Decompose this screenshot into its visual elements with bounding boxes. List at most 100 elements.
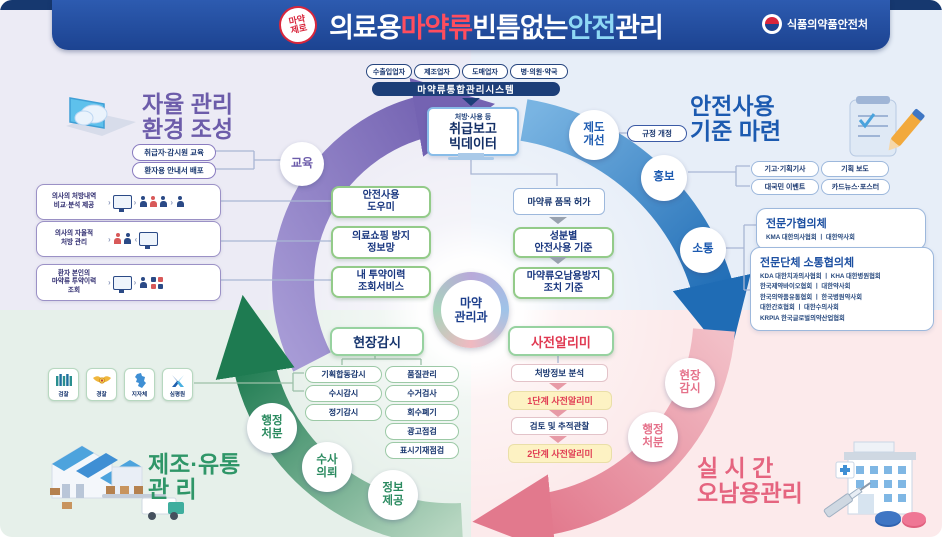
agency-name: 식품의약품안전처 [787,19,868,31]
alert-step-review-tracking: 검토 및 추적관찰 [511,417,608,435]
row-label: 의사의 처방내역 비교·분석 제공 [51,193,97,209]
monitor-icon [112,195,132,212]
service-box-my-history: 내 투약이력 조회서비스 [331,266,431,298]
circle-administrative-action-br: 행정 처분 [628,412,678,462]
org-council-row: 한국제약바이오협회 ㅣ 대한약사회 [760,283,851,291]
circle-education: 교육 [280,142,324,186]
expert-council-title: 전문가협의체 [766,218,827,230]
person-icon [139,196,147,208]
circle-field-inspection: 현장 감시 [665,358,715,408]
person-icon [149,196,157,208]
monitor-base [448,157,494,160]
monitor-line2: 빅데이터 [449,135,497,151]
quality-pill-recall: 회수폐기 [385,404,459,421]
chevron-left-icon: ‹ [134,234,138,244]
entity-pill-exporter: 수출입업자 [366,64,412,79]
media-pill-press: 기획 보도 [821,161,889,177]
alert-step-prescription-analysis: 처방정보 분석 [511,364,608,382]
row-patient-history-lookup: 환자 본인의 마약류 투약이력 조회 › › [36,264,221,301]
chevron-down-icon [462,98,480,106]
quadrant-title-bottom-left: 제조·유통 관 리 [148,451,241,502]
monitor-icon [112,275,132,293]
bigdata-monitor: 처방·사용 등 취급보고 빅데이터 [427,107,519,156]
police-badge-icon [87,369,116,393]
banner-title-part2: 마약류 [400,12,474,43]
agency-box-local-gov: 지자체 [124,368,155,401]
banner-title-part5: 관리 [615,12,664,43]
app-icon [151,283,157,289]
agency-label: 심평원 [169,392,186,399]
chevron-right-icon: › [108,234,111,244]
quality-pill-quality-control: 품질관리 [385,366,459,383]
app-icon [158,276,164,282]
media-pill-cardnews-poster: 카드뉴스·포스터 [821,179,890,195]
alert-step-stage2: 2단계 사전알리미 [508,444,612,463]
chevron-right-icon: › [133,197,137,207]
header-advance-alert: 사전알리미 [508,326,614,356]
row-doctor-prescription-analysis: 의사의 처방내역 비교·분석 제공 › › › [36,184,221,220]
header-field-inspection: 현장감시 [330,327,424,356]
laptop-cloud-illustration [66,97,136,136]
quality-pill-sampling: 수거검사 [385,385,459,402]
app-icon [151,276,157,282]
service-box-doctor-shopping: 의료쇼핑 방지 정보망 [331,226,431,259]
education-pill-handlers: 취급자·감시원 교육 [132,144,216,161]
inspection-pill-occasional: 수시감시 [305,385,382,402]
mfds-taegeuk-icon [762,14,783,34]
circle-information-sharing: 정보 제공 [368,470,418,520]
circle-communication: 소통 [680,227,726,273]
center-division-label: 마약 관리과 [441,280,501,340]
chevron-down-icon [549,217,567,224]
person-icon [114,233,122,245]
row-doctor-self-management: 의사의 자율적 처방 관리 › ‹ [36,221,221,257]
doctor-icon [176,196,184,208]
entity-pill-hospital-pharmacy: 병·의원·약국 [510,64,568,79]
org-council-box: 전문단체 소통협의체 KDA 대한치과의사협회 ㅣ KHA 대한병원협회 한국제… [750,247,934,331]
quality-pill-ad-check: 광고점검 [385,423,459,440]
flow-box-ingredient-standards: 성분별 안전사용 기준 [513,227,614,258]
flow-box-product-approval: 마약류 품목 허가 [513,188,605,215]
org-council-row: KRPIA 한국글로벌의약산업협회 [760,314,845,322]
agency-label: 지자체 [131,392,148,399]
agency-label: 검찰 [58,392,69,399]
service-box-safe-use-helper: 안전사용 도우미 [331,186,431,218]
monitor-icon [139,232,159,249]
circle-administrative-action: 행정 처분 [247,403,297,453]
org-council-title: 전문단체 소통협의체 [760,257,855,269]
row-label: 환자 본인의 마약류 투약이력 조회 [51,269,97,294]
agency-label: 경찰 [96,392,107,399]
notepad-pencil-illustration [849,96,925,157]
inspection-pill-regular: 정기감시 [305,404,382,421]
agency-box-hira: 심평원 [162,368,193,401]
nims-system-bar: 마약류통합관리시스템 [372,82,560,96]
circle-promotion: 홍보 [641,155,687,201]
title-banner: 마약 제로 의료용 마약류 빈틈없는 안전 관리 식품의약품안전처 [52,0,890,50]
app-icon [158,283,164,289]
expert-council-box: 전문가협의체 KMA 대한의사협회 ㅣ 대한약사회 [756,208,926,251]
chevron-right-icon: › [133,278,137,287]
media-pill-articles: 기고·기획기사 [751,161,819,177]
education-pill-patient-guide: 환자용 안내서 배포 [132,162,216,179]
entity-pill-wholesaler: 도매업자 [462,64,508,79]
circle-system-improvement: 제도 개선 [569,110,619,160]
agency-logo-group: 식품의약품안전처 [762,14,868,34]
pill-regulation-revision: 규정 개정 [627,125,687,142]
chevron-down-icon [549,410,567,417]
chevron-down-icon [549,383,567,390]
circle-investigation-request: 수사 의뢰 [302,442,352,492]
chevron-right-icon: › [170,197,174,207]
app-icons-grid [151,276,164,289]
row-label: 의사의 자율적 처방 관리 [54,230,94,246]
org-council-row: 한국의약품유통협회 ㅣ 한국병원약사회 [760,293,862,301]
org-council-row: 대한간호협회 ㅣ 대한수의사회 [760,304,839,312]
chevron-right-icon: › [108,278,111,287]
quality-pill-labeling-check: 표시기재점검 [385,442,459,459]
chevron-down-icon [549,257,567,264]
prosecution-icon [49,369,78,393]
chevron-down-icon [549,436,567,443]
hira-logo-icon [163,369,192,393]
monitor-line1: 취급보고 [449,120,497,136]
korea-map-icon [125,369,154,393]
expert-council-members: KMA 대한의사협회 ㅣ 대한약사회 [766,234,855,241]
